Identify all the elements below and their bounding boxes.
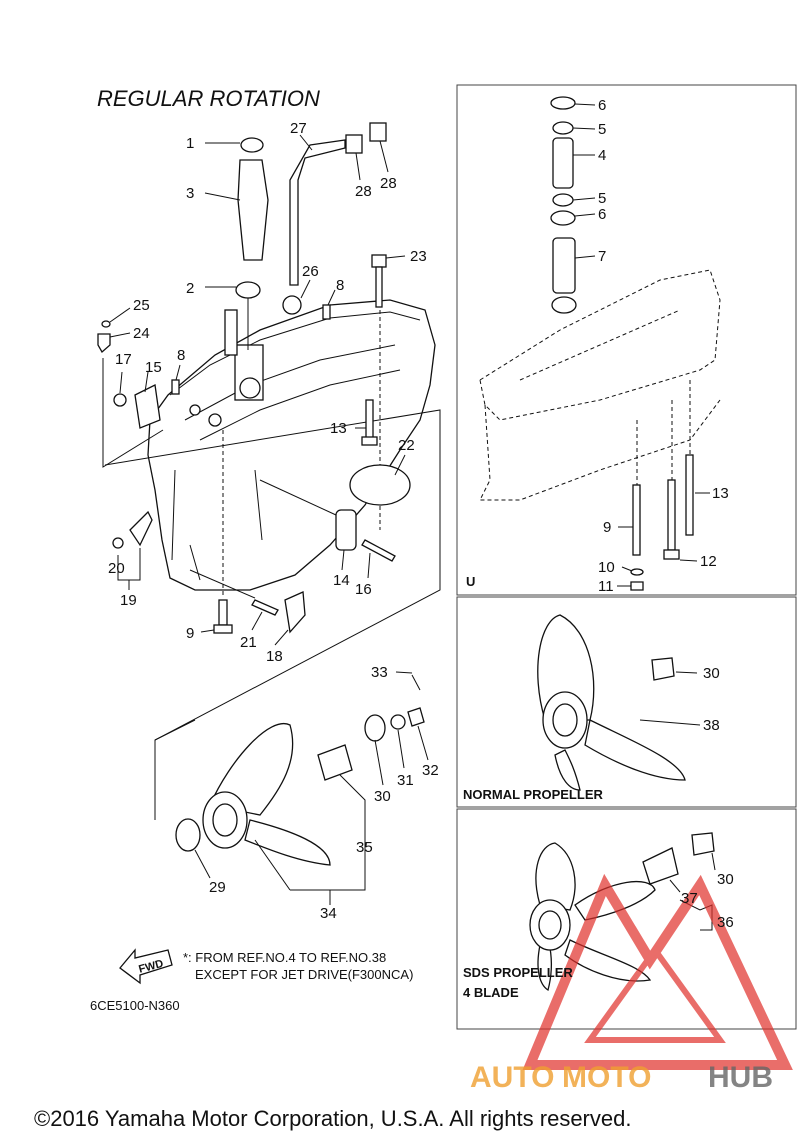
- lower-casing: [147, 299, 436, 591]
- callout-6b: 6: [598, 206, 606, 223]
- callout-13a: 13: [330, 420, 347, 437]
- callout-14: 14: [333, 572, 350, 589]
- fwd-arrow-icon: [119, 948, 173, 985]
- callout-24: 24: [133, 325, 150, 342]
- callout-17: 17: [115, 351, 132, 368]
- sds-propeller-caption-line2: 4 BLADE: [463, 985, 519, 1000]
- normal-propeller-caption: NORMAL PROPELLER: [463, 787, 603, 802]
- callout-7: 7: [598, 248, 606, 265]
- watermark-logo: [522, 873, 793, 1070]
- callout-16: 16: [355, 581, 372, 598]
- note-line2: EXCEPT FOR JET DRIVE(F300NCA): [195, 967, 413, 982]
- callout-35: 35: [356, 839, 373, 856]
- callout-20: 20: [108, 560, 125, 577]
- callout-6a: 6: [598, 97, 606, 114]
- callout-3: 3: [186, 185, 194, 202]
- callout-25: 25: [133, 297, 150, 314]
- callout-36: 36: [717, 914, 734, 931]
- panel-normal-propeller: [456, 596, 797, 808]
- callout-38: 38: [703, 717, 720, 734]
- note-line1: *: FROM REF.NO.4 TO REF.NO.38: [183, 950, 386, 965]
- diagram-title: REGULAR ROTATION: [97, 86, 320, 111]
- callout-37: 37: [681, 890, 698, 907]
- callout-27: 27: [290, 120, 307, 137]
- callout-5a: 5: [598, 121, 606, 138]
- callout-12: 12: [700, 553, 717, 570]
- callout-28b: 28: [380, 175, 397, 192]
- callout-13b: 13: [712, 485, 729, 502]
- lower-casing-upper-section: [479, 269, 721, 501]
- callout-32: 32: [422, 762, 439, 779]
- propeller-assembly: [175, 674, 425, 866]
- callout-28a: 28: [355, 183, 372, 200]
- callout-19: 19: [120, 592, 137, 609]
- callout-5b: 5: [598, 190, 606, 207]
- callouts: 1 3 27 28 28 23 2 26 8 25 24 17 15 8 13 …: [108, 97, 734, 931]
- callout-8a: 8: [336, 277, 344, 294]
- callout-15: 15: [145, 359, 162, 376]
- callout-30c: 30: [717, 871, 734, 888]
- copyright: ©2016 Yamaha Motor Corporation, U.S.A. A…: [34, 1106, 631, 1131]
- callout-11: 11: [598, 578, 614, 595]
- callout-9b: 9: [603, 519, 611, 536]
- callout-30b: 30: [703, 665, 720, 682]
- callout-33: 33: [371, 664, 388, 681]
- callout-2: 2: [186, 280, 194, 297]
- normal-propeller: [537, 614, 686, 791]
- panel-u: [456, 84, 797, 596]
- part-code: 6CE5100-N360: [90, 998, 180, 1013]
- callout-1: 1: [186, 135, 194, 152]
- callout-18: 18: [266, 648, 283, 665]
- callout-4: 4: [598, 147, 606, 164]
- callout-31: 31: [397, 772, 414, 789]
- watermark-auto: AUTO: [470, 1061, 554, 1094]
- callout-10: 10: [598, 559, 615, 576]
- callout-21: 21: [240, 634, 257, 651]
- callout-30a: 30: [374, 788, 391, 805]
- sds-propeller-caption-line1: SDS PROPELLER: [463, 965, 573, 980]
- watermark-hub: HUB: [708, 1061, 773, 1094]
- callout-23: 23: [410, 248, 427, 265]
- callout-9a: 9: [186, 625, 194, 642]
- callout-34: 34: [320, 905, 337, 922]
- watermark-moto: MOTO: [562, 1061, 651, 1094]
- callout-29: 29: [209, 879, 226, 896]
- panel-u-label: U: [466, 574, 475, 589]
- callout-22: 22: [398, 437, 415, 454]
- callout-8b: 8: [177, 347, 185, 364]
- panel-sds-propeller: [456, 808, 797, 1030]
- callout-26: 26: [302, 263, 319, 280]
